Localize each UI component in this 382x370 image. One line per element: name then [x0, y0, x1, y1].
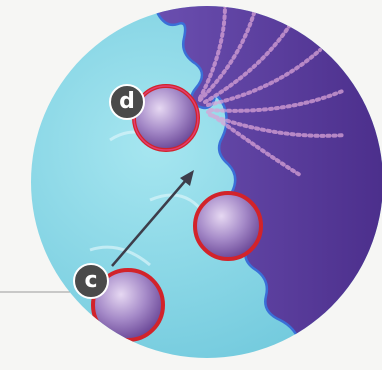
- vesicle-middle: [195, 193, 261, 259]
- label-c: c: [73, 263, 109, 299]
- label-d: d: [109, 84, 145, 120]
